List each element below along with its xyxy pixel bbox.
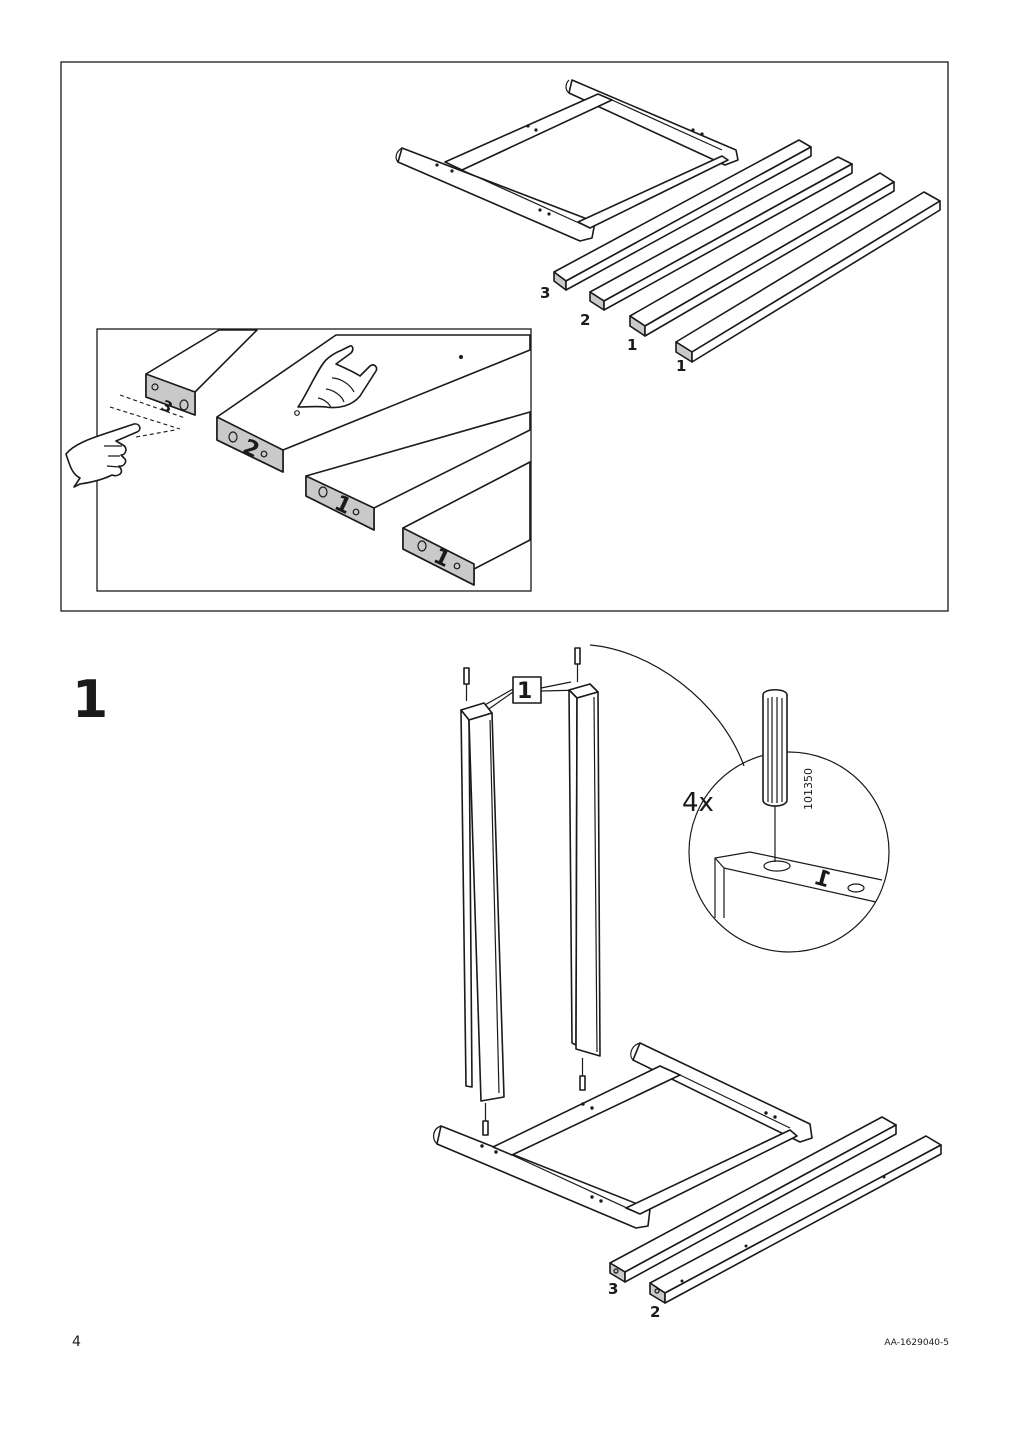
sight-line bbox=[119, 394, 186, 419]
top-dowels bbox=[463, 647, 581, 701]
step-frame-assembly bbox=[433, 1042, 813, 1229]
loose-slats bbox=[553, 139, 941, 363]
touching-hand-icon bbox=[297, 345, 378, 409]
sight-line bbox=[109, 406, 181, 430]
page-number: 4 bbox=[72, 1334, 81, 1350]
step-label-slat-3: 3 bbox=[608, 1280, 618, 1298]
overview-label-slat-1b: 1 bbox=[676, 357, 686, 375]
dowel-part-number: 101350 bbox=[802, 768, 815, 810]
dowel-callout bbox=[475, 676, 584, 712]
sight-line bbox=[135, 429, 176, 438]
step-side-slats bbox=[609, 1116, 942, 1304]
step-label-slat-2: 2 bbox=[650, 1303, 660, 1321]
overview-label-slat-2: 2 bbox=[580, 311, 590, 329]
frame-assembly bbox=[395, 79, 739, 242]
legs bbox=[460, 683, 601, 1102]
wooden-dowel-icon bbox=[762, 688, 788, 862]
magnifier-circle bbox=[688, 751, 890, 953]
overview-label-slat-3: 3 bbox=[540, 284, 550, 302]
bottom-dowels bbox=[482, 1058, 586, 1136]
magnifier-leader-line bbox=[589, 644, 745, 767]
document-code: AA-1629040-5 bbox=[884, 1338, 949, 1348]
dowel-callout-number: 1 bbox=[517, 679, 532, 704]
pointing-hand-icon bbox=[65, 423, 141, 488]
magnified-board bbox=[714, 851, 883, 918]
quantity-label: 4x bbox=[682, 788, 714, 818]
magnified-board-number: 1 bbox=[812, 865, 833, 893]
detail-slats bbox=[145, 329, 531, 586]
step-number: 1 bbox=[72, 670, 108, 730]
overview-frame bbox=[60, 61, 949, 612]
overview-label-slat-1a: 1 bbox=[627, 336, 637, 354]
